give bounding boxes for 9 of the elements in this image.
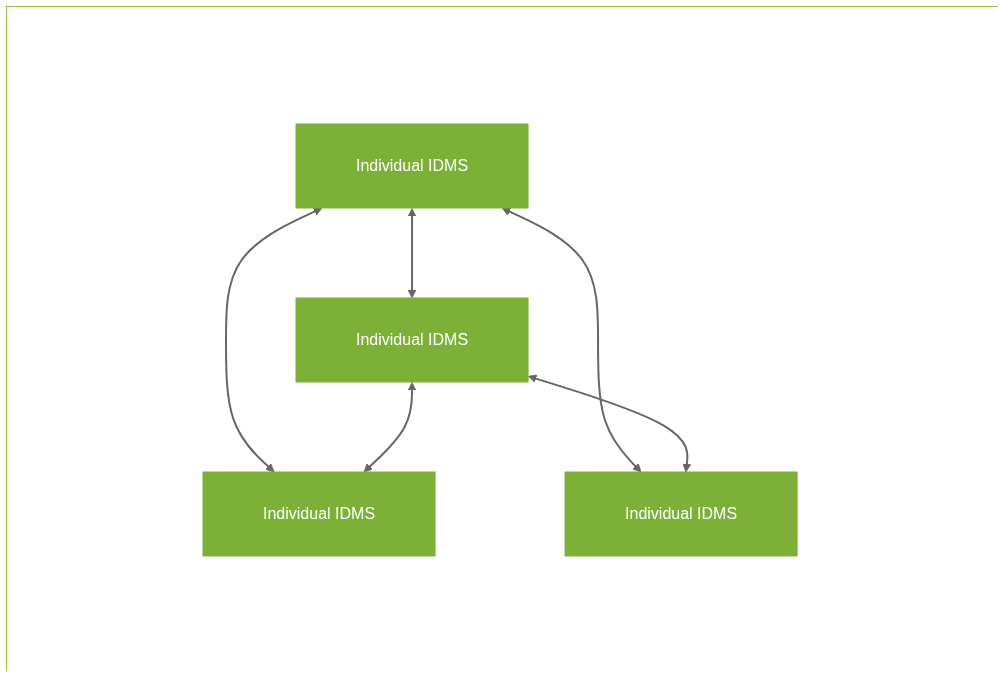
node-box: Individual IDMS xyxy=(565,471,799,557)
node-box: Individual IDMS xyxy=(202,471,436,557)
arrow xyxy=(364,382,417,473)
arrow xyxy=(408,208,417,299)
arrow xyxy=(502,207,642,473)
node-box: Individual IDMS xyxy=(295,123,529,209)
arrow xyxy=(225,207,323,473)
node-box: Individual IDMS xyxy=(295,297,529,383)
arrow xyxy=(528,374,692,473)
